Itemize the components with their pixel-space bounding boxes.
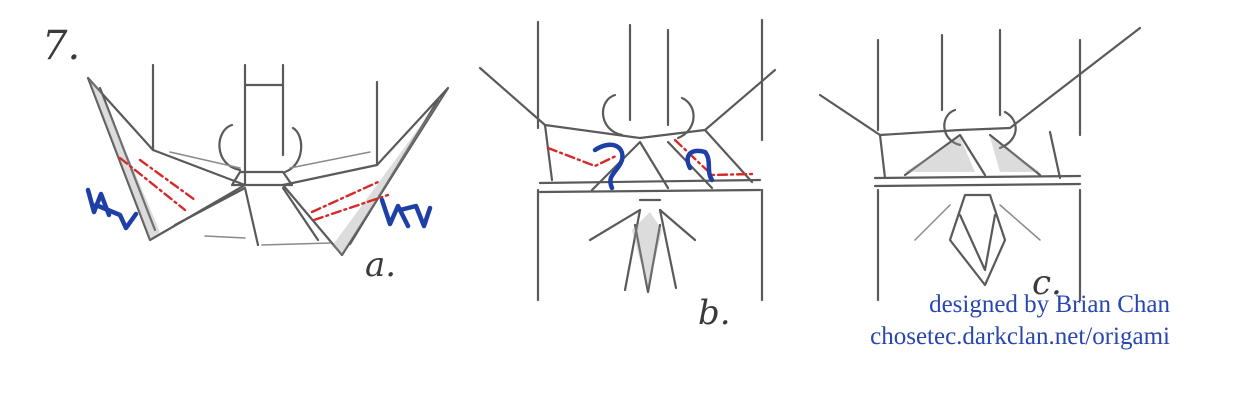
designer-credit: designed by Brian Chan chosetec.darkclan… <box>870 289 1170 353</box>
credit-designer: designed by Brian Chan <box>929 291 1170 318</box>
panel-c-drawing <box>818 26 1142 302</box>
swivel-arrow <box>592 142 625 191</box>
pleat-fold-symbol <box>85 187 139 231</box>
pleat-fold-symbol <box>379 197 433 229</box>
panel-b-drawing <box>478 18 777 302</box>
step-number: 7. <box>42 23 81 69</box>
panel-c-label: c. <box>1032 263 1062 303</box>
panel-b-label: b. <box>698 293 731 333</box>
swivel-arrow <box>685 148 715 183</box>
panel-a-drawing <box>85 63 450 257</box>
panel-a-label: a. <box>365 245 397 285</box>
credit-url: chosetec.darkclan.net/origami <box>870 323 1170 350</box>
